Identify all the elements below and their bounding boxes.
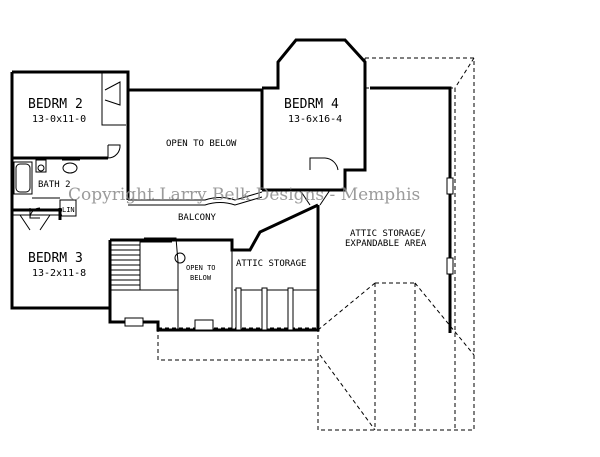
bath2-label: BATH 2 [38, 180, 71, 190]
linen-label: LIN [62, 206, 75, 214]
bath2-fixtures [13, 159, 80, 219]
bedroom2-closet [18, 71, 126, 159]
bedroom4-label: BEDRM 4 [284, 97, 339, 112]
attic-expandable-line1: ATTIC STORAGE/ [350, 229, 426, 239]
balcony-railing [128, 191, 263, 206]
bedroom2-label: BEDRM 2 [28, 97, 83, 112]
bedroom3-size: 13-2x11-8 [32, 268, 86, 279]
attic-storage-label: ATTIC STORAGE [236, 259, 306, 269]
bedroom4-size: 13-6x16-4 [288, 114, 342, 125]
lower-attic-outline [157, 327, 318, 361]
bedroom2-size: 13-0x11-0 [32, 114, 86, 125]
copyright-watermark: Copyright Larry Belk Designs - Memphis [68, 185, 420, 205]
attic-knee-wall [370, 86, 454, 333]
attic-expandable-line2: EXPANDABLE AREA [345, 239, 427, 249]
bedroom4-details [277, 39, 340, 206]
balcony-label: BALCONY [178, 213, 217, 223]
open-to-below-label: OPEN TO BELOW [166, 139, 237, 149]
bedroom3-closet [12, 214, 62, 309]
attic-partitions [124, 240, 318, 331]
stair-open-to-below-line2: BELOW [190, 274, 212, 282]
stair [110, 237, 186, 330]
bedroom3-label: BEDRM 3 [28, 251, 83, 266]
stair-open-to-below-line1: OPEN TO [186, 264, 216, 272]
